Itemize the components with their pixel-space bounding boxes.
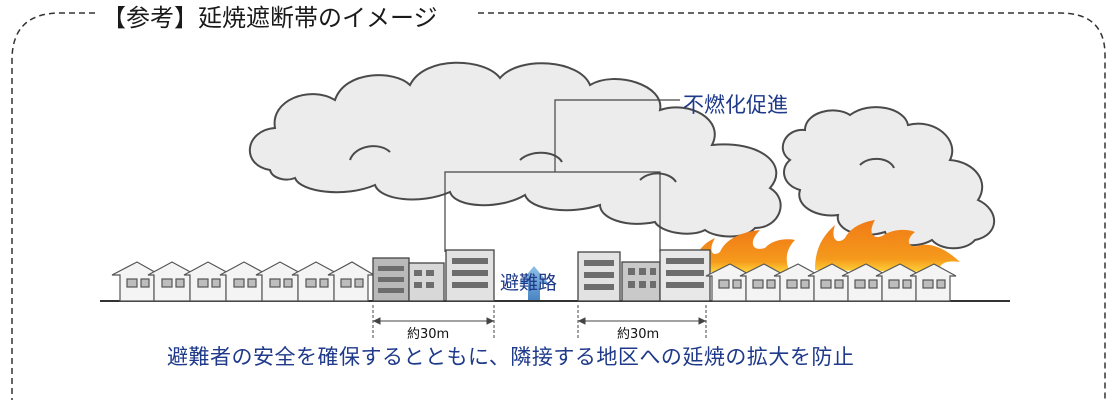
distance-markers [372,305,707,338]
up-arrow-icon [519,266,549,300]
flame-icon [690,220,960,272]
building-icon [577,249,711,302]
caption: 避難者の安全を確保するとともに、隣接する地区への延焼の拡大を防止 [167,345,855,369]
building-icon [372,249,495,302]
distance-label-right: 約30m [617,327,660,342]
house-icon [705,263,957,302]
smoke-cloud-icon [781,106,996,250]
distance-label-left: 約30m [407,327,450,342]
smoke-cloud-icon [249,61,782,238]
diagram-title: 【参考】延焼遮断帯のイメージ [98,0,442,33]
promotion-label: 不燃化促進 [683,93,788,117]
promotion-callout-lines [444,99,680,252]
evac-route-label: 避難路 [500,272,558,294]
house-icon [111,261,377,302]
